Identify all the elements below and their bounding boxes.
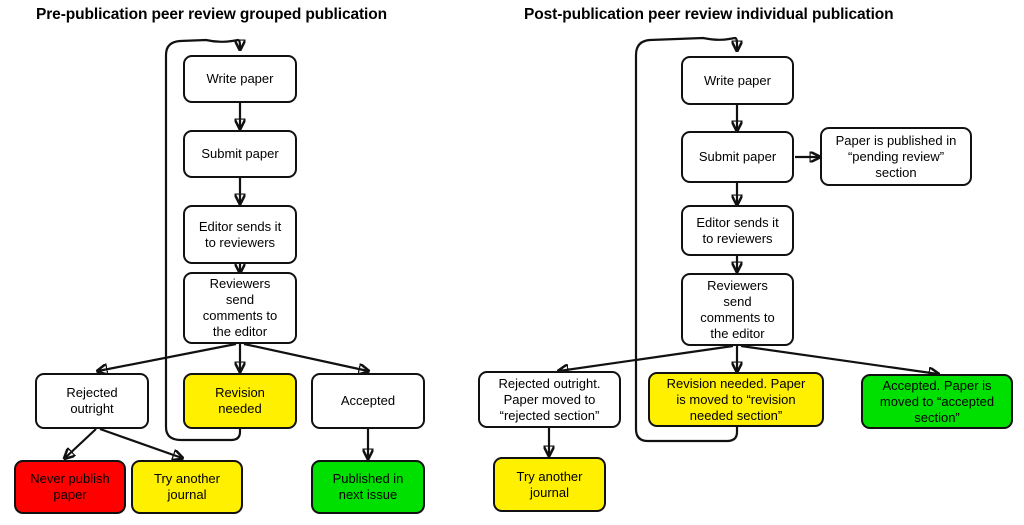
node-never-publish-paper[interactable]: Never publish paper [14, 460, 126, 514]
node-label: Write paper [704, 72, 771, 88]
edge-reviewers2-to-accepted2 [740, 344, 938, 374]
node-label: Published in next issue [332, 471, 404, 502]
node-label: Paper is published in “pending review” s… [835, 132, 957, 180]
edge-rejected-to-never-publish [65, 428, 97, 458]
node-label: Reviewers send comments to the editor [202, 276, 278, 339]
page-title-pre-publication: Pre-publication peer review grouped publ… [36, 6, 387, 23]
node-label: Try another journal [516, 468, 583, 500]
edge-reviewers-to-accepted [243, 342, 368, 371]
node-reviewers-send-comments[interactable]: Reviewers send comments to the editor [183, 272, 297, 344]
node-reviewers-send-comments-2[interactable]: Reviewers send comments to the editor [681, 273, 794, 346]
node-revision-needed-2[interactable]: Revision needed. Paper is moved to “revi… [648, 372, 824, 427]
node-try-another-journal[interactable]: Try another journal [131, 460, 243, 514]
node-submit-paper-2[interactable]: Submit paper [681, 131, 794, 183]
node-label: Rejected outright [66, 385, 118, 416]
node-label: Editor sends it to reviewers [198, 218, 282, 250]
node-write-paper[interactable]: Write paper [183, 55, 297, 103]
node-label: Accepted. Paper is moved to “accepted se… [879, 377, 995, 425]
node-try-another-journal-2[interactable]: Try another journal [493, 457, 606, 512]
node-editor-sends-to-reviewers[interactable]: Editor sends it to reviewers [183, 205, 297, 264]
edge-reviewers-to-rejected [98, 342, 237, 371]
node-label: Revision needed [215, 385, 265, 416]
node-paper-published-pending-review[interactable]: Paper is published in “pending review” s… [820, 127, 972, 186]
node-label: Reviewers send comments to the editor [700, 277, 775, 341]
node-label: Never publish paper [30, 471, 110, 502]
node-rejected-outright[interactable]: Rejected outright [35, 373, 149, 429]
node-label: Submit paper [698, 149, 777, 164]
edge-rejected-to-try-another [99, 427, 182, 458]
node-label: Editor sends it to reviewers [696, 214, 779, 246]
node-label: Submit paper [201, 146, 279, 161]
node-label: Rejected outright. Paper moved to “rejec… [498, 375, 601, 423]
node-submit-paper[interactable]: Submit paper [183, 130, 297, 178]
edge-reviewers2-to-rejected2 [559, 344, 734, 371]
node-label: Accepted [340, 393, 396, 408]
node-rejected-outright-2[interactable]: Rejected outright. Paper moved to “rejec… [478, 371, 621, 428]
node-revision-needed[interactable]: Revision needed [183, 373, 297, 429]
node-label: Write paper [206, 71, 274, 86]
node-editor-sends-to-reviewers-2[interactable]: Editor sends it to reviewers [681, 205, 794, 256]
node-accepted[interactable]: Accepted [311, 373, 425, 429]
node-accepted-2[interactable]: Accepted. Paper is moved to “accepted se… [861, 374, 1013, 429]
node-label: Try another journal [154, 471, 220, 502]
node-published-next-issue[interactable]: Published in next issue [311, 460, 425, 514]
node-write-paper-2[interactable]: Write paper [681, 56, 794, 105]
node-label: Revision needed. Paper is moved to “revi… [666, 375, 806, 423]
page-title-post-publication: Post-publication peer review individual … [524, 6, 894, 23]
